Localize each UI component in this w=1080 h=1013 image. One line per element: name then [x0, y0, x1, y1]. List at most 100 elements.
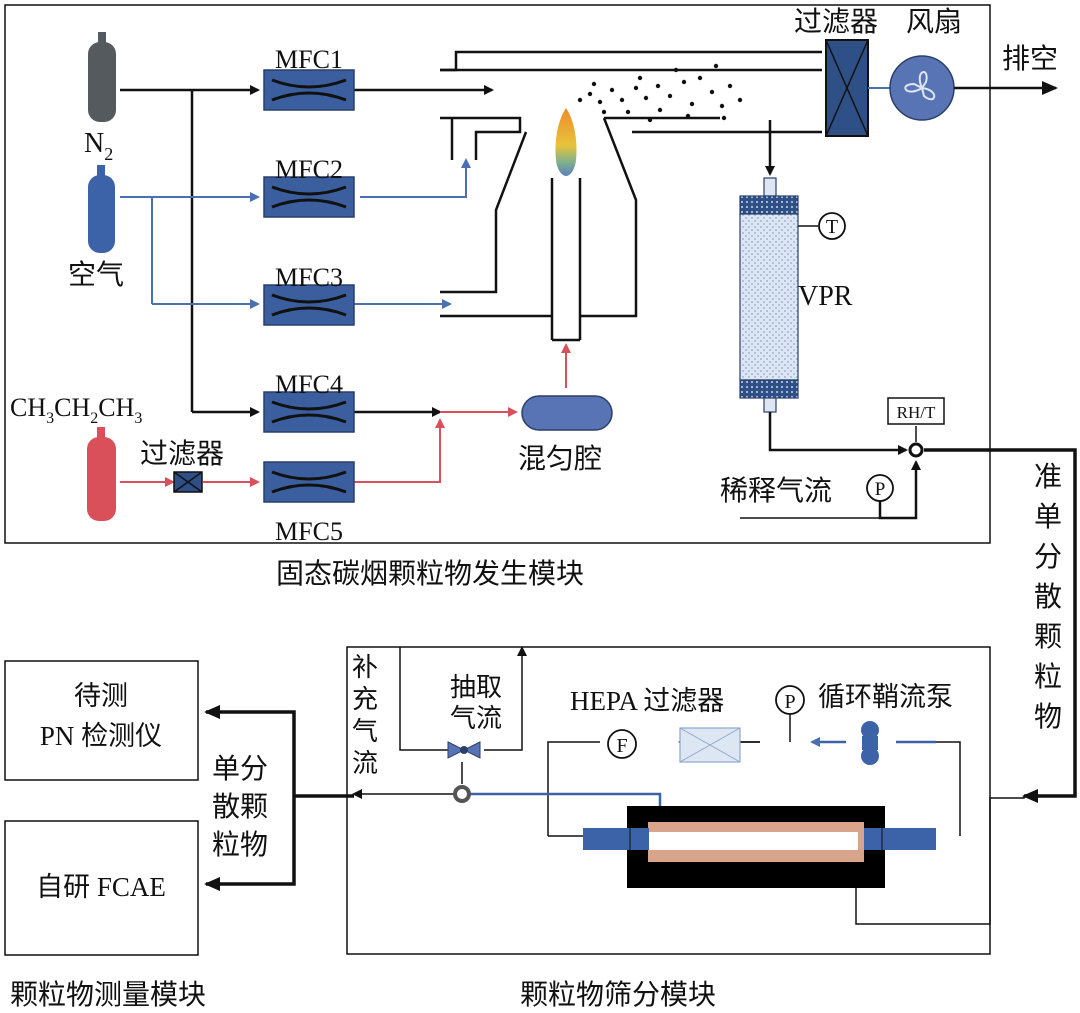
vpr-tube: [739, 177, 818, 413]
propane-filter-label: 过滤器: [140, 438, 224, 470]
soot-particle: [657, 107, 663, 113]
hepa-filter-icon: [679, 727, 741, 763]
soot-particle: [597, 99, 603, 105]
vpr-temperature-sensor: [818, 212, 846, 240]
hepa-pressure-sensor: [775, 685, 805, 715]
vertical-char: 粒: [1034, 661, 1062, 693]
propane-lines: [120, 343, 571, 487]
mfc5-unit: [263, 461, 355, 503]
fan-icon: [889, 55, 955, 121]
fcae-box: [4, 820, 199, 956]
soot-particle: [591, 81, 597, 87]
soot-particle: [721, 115, 727, 121]
soot-particle: [601, 109, 607, 115]
soot-particle: [709, 89, 715, 95]
soot-particle: [667, 93, 673, 99]
soot-particle: [625, 109, 631, 115]
mfc5-label: MFC5: [275, 517, 343, 546]
mfc1-label: MFC1: [275, 45, 343, 74]
soot-particle: [643, 95, 649, 101]
mfc4-label: MFC4: [275, 370, 343, 399]
pn-detector-line1: 待测: [74, 681, 128, 711]
rh-sensor-label: RH/T: [897, 403, 936, 422]
mixing-chamber: [521, 395, 613, 431]
vertical-char: 散: [1034, 581, 1062, 613]
burner-structure: [440, 50, 822, 342]
mono-label-2: 散颗: [212, 791, 268, 823]
sieve-module-caption: 颗粒物筛分模块: [520, 979, 716, 1011]
air-lines: [120, 158, 471, 309]
f-sensor-label: F: [616, 735, 627, 757]
mfc3-unit: [263, 284, 355, 326]
mixer-label: 混匀腔: [518, 443, 602, 475]
makeup-char: 流: [352, 749, 378, 778]
classifier-column: [583, 806, 936, 888]
makeup-char: 补: [352, 653, 378, 682]
n2-label: N2: [84, 128, 113, 164]
exhaust-filter-label: 过滤器: [794, 6, 878, 38]
rh-sensor-box: [887, 397, 945, 425]
soot-particle: [609, 87, 615, 93]
soot-particles: [577, 63, 743, 123]
mixing-junction: [908, 442, 924, 458]
extract-flow-label-1: 抽取: [450, 673, 502, 702]
soot-particle: [737, 97, 743, 103]
soot-particle: [713, 63, 719, 69]
soot-particle: [637, 75, 643, 81]
pn-detector-line2: PN 检测仪: [40, 721, 162, 751]
flow-sensor: [607, 729, 637, 759]
hepa-p-label: P: [784, 691, 795, 713]
fcae-label: 自研 FCAE: [36, 872, 166, 902]
makeup-char: 充: [352, 685, 378, 714]
soot-generation-module-frame: [4, 4, 991, 544]
soot-particle: [673, 67, 679, 73]
mfc2-label: MFC2: [275, 155, 343, 184]
exhaust-filter-icon: [825, 39, 869, 137]
makeup-char: 气: [352, 717, 378, 746]
soot-particle: [697, 75, 703, 81]
pn-detector-box: [4, 660, 199, 781]
sieve-lines: [399, 646, 1025, 925]
n2-lines: [120, 85, 494, 417]
flame-icon: [555, 108, 577, 176]
mfc2-unit: [263, 176, 355, 218]
sheath-pump-icon: [861, 721, 879, 765]
sample-junction: [453, 785, 471, 803]
soot-particle: [647, 117, 653, 123]
mono-label-1: 单分: [212, 753, 268, 785]
dilution-label: 稀释气流: [720, 475, 832, 507]
soot-particle: [727, 83, 733, 89]
vpr-outlet-lines: [740, 412, 1077, 803]
propane-filter-icon: [173, 471, 203, 493]
soot-particle: [685, 113, 691, 119]
mfc4-unit: [263, 391, 355, 433]
p-sensor-label: P: [875, 479, 886, 500]
soot-particle: [689, 101, 695, 107]
soot-particle: [655, 83, 661, 89]
mfc1-unit: [263, 69, 355, 111]
vertical-char: 准: [1034, 461, 1062, 493]
vertical-char: 物: [1034, 701, 1062, 733]
n2-cylinder-icon: [88, 32, 116, 122]
propane-cylinder-icon: [87, 427, 116, 521]
propane-label: CH3CH2CH3: [10, 393, 142, 427]
soot-particle: [577, 97, 583, 103]
mono-label-3: 粒物: [212, 829, 268, 861]
air-label: 空气: [68, 259, 124, 291]
dilution-pressure-sensor: [866, 474, 894, 502]
t-sensor-label: T: [826, 216, 838, 238]
hepa-label: HEPA 过滤器: [570, 686, 724, 716]
mono-output-lines: [204, 705, 296, 891]
exhaust-label: 排空: [1002, 43, 1058, 75]
mfc3-label: MFC3: [275, 263, 343, 292]
soot-particle: [719, 103, 725, 109]
soot-particle: [633, 85, 639, 91]
soot-particle: [619, 97, 625, 103]
extract-flow-label-2: 气流: [450, 704, 502, 733]
air-cylinder-icon: [88, 165, 115, 253]
vertical-char: 颗: [1034, 622, 1062, 653]
